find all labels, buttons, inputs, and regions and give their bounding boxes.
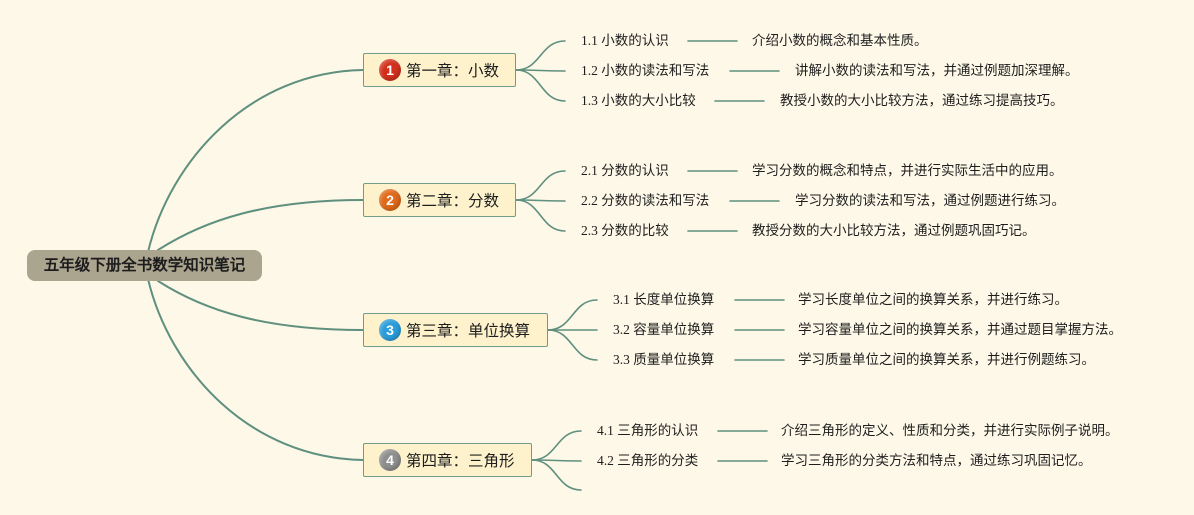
chapter-3-to-topic-3-3-connector (547, 329, 598, 361)
topic-3-1-description[interactable]: 学习长度单位之间的换算关系，并进行练习。 (798, 292, 1068, 307)
chapter-2-number-icon: 2 (379, 189, 401, 211)
root-to-chapter-1-connector (147, 69, 364, 253)
topic-4-1-description[interactable]: 介绍三角形的定义、性质和分类，并进行实际例子说明。 (781, 423, 1119, 438)
chapter-4-number-icon: 4 (379, 449, 401, 471)
topic-3-3-label[interactable]: 3.3 质量单位换算 (613, 352, 715, 367)
topic-1-1-description[interactable]: 介绍小数的概念和基本性质。 (752, 33, 928, 48)
chapter-2-node[interactable]: 2 第二章：分数 (363, 183, 516, 217)
topic-2-3-label[interactable]: 2.3 分数的比较 (581, 223, 669, 238)
root-to-chapter-3-connector (157, 280, 364, 331)
topic-2-2-description[interactable]: 学习分数的读法和写法，通过例题进行练习。 (795, 193, 1065, 208)
topic-3-1-label[interactable]: 3.1 长度单位换算 (613, 292, 715, 307)
chapter-1-title: 第一章：小数 (406, 63, 500, 80)
chapter-1-to-topic-1-3-connector (515, 69, 566, 102)
root-node[interactable]: 五年级下册全书数学知识笔记 (27, 250, 262, 281)
topic-2-1-label[interactable]: 2.1 分数的认识 (581, 163, 669, 178)
chapter-2-title: 第二章：分数 (406, 193, 500, 210)
root-to-chapter-2-connector (157, 199, 364, 251)
root-to-chapter-4-connector (147, 278, 364, 461)
chapter-4-title: 第四章：三角形 (406, 453, 515, 470)
chapter-3-to-topic-3-1-connector (547, 299, 598, 331)
chapter-4-to-topic-4-1-connector (531, 430, 582, 461)
topic-4-2-label[interactable]: 4.2 三角形的分类 (597, 453, 699, 468)
chapter-1-node[interactable]: 1 第一章：小数 (363, 53, 516, 87)
chapter-3-number-icon: 3 (379, 319, 401, 341)
topic-1-1-label[interactable]: 1.1 小数的认识 (581, 33, 669, 48)
topic-1-2-description[interactable]: 讲解小数的读法和写法，并通过例题加深理解。 (795, 63, 1079, 78)
topic-4-1-label[interactable]: 4.1 三角形的认识 (597, 423, 699, 438)
topic-1-2-label[interactable]: 1.2 小数的读法和写法 (581, 63, 710, 78)
chapter-2-to-topic-2-1-connector (515, 170, 566, 201)
topic-4-2-description[interactable]: 学习三角形的分类方法和特点，通过练习巩固记忆。 (781, 453, 1092, 468)
topic-1-3-label[interactable]: 1.3 小数的大小比较 (581, 93, 696, 108)
topic-1-3-description[interactable]: 教授小数的大小比较方法，通过练习提高技巧。 (780, 93, 1064, 108)
topic-3-2-description[interactable]: 学习容量单位之间的换算关系，并通过题目掌握方法。 (798, 322, 1122, 337)
topic-3-3-description[interactable]: 学习质量单位之间的换算关系，并进行例题练习。 (798, 352, 1095, 367)
chapter-1-to-topic-1-1-connector (515, 40, 566, 71)
chapter-2-to-topic-2-3-connector (515, 199, 566, 232)
chapter-4-empty-branch-connector (531, 459, 582, 491)
topic-3-2-label[interactable]: 3.2 容量单位换算 (613, 322, 715, 337)
chapter-4-node[interactable]: 4 第四章：三角形 (363, 443, 532, 477)
chapter-1-number-icon: 1 (379, 59, 401, 81)
topic-2-3-description[interactable]: 教授分数的大小比较方法，通过例题巩固巧记。 (752, 223, 1036, 238)
topic-2-2-label[interactable]: 2.2 分数的读法和写法 (581, 193, 710, 208)
chapter-3-title: 第三章：单位换算 (406, 323, 531, 340)
chapter-3-node[interactable]: 3 第三章：单位换算 (363, 313, 548, 347)
topic-2-1-description[interactable]: 学习分数的概念和特点，并进行实际生活中的应用。 (752, 163, 1063, 178)
